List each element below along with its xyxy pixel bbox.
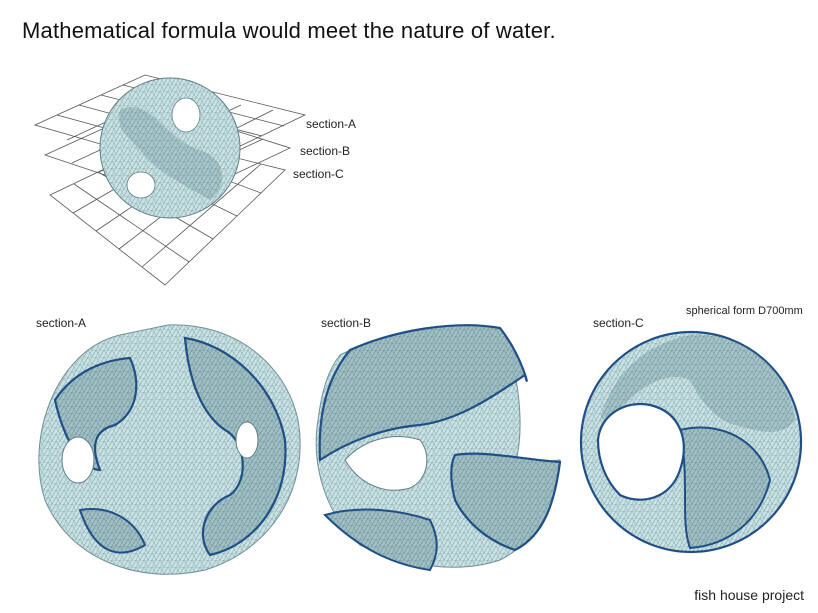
section-a-label: section-A [36, 316, 87, 330]
spec-note: spherical form D700mm [686, 305, 803, 317]
overview-label-section-b: section-B [300, 144, 351, 158]
overview-label-section-a: section-A [306, 117, 357, 131]
section-a-figure [38, 324, 301, 575]
overview-sphere [99, 77, 241, 219]
project-credit: fish house project [694, 587, 804, 603]
section-b-label: section-B [321, 316, 372, 330]
page-title: Mathematical formula would meet the natu… [22, 18, 556, 43]
section-c-figure [579, 330, 803, 554]
overview-label-section-c: section-C [293, 167, 344, 181]
overview-hole-bottom [126, 171, 156, 199]
section-b-figure [315, 324, 562, 572]
section-c-label: section-C [593, 316, 644, 330]
overview-hole-top [171, 97, 201, 133]
